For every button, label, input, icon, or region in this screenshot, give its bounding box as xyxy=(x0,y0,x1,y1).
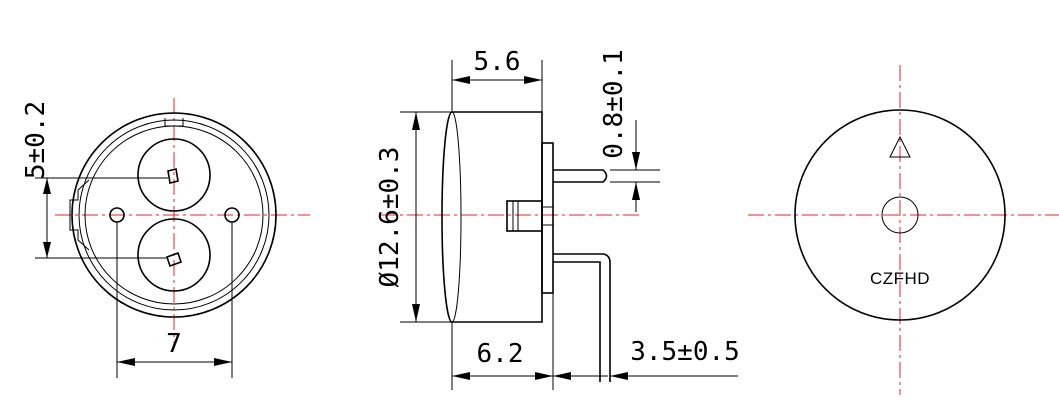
dim-hole-spacing: 5±0.2 xyxy=(21,101,51,179)
arrow xyxy=(632,182,640,200)
base-plate xyxy=(541,142,554,294)
pin-upper xyxy=(553,169,608,183)
arrow xyxy=(214,358,232,366)
side-view: 5.6 Ø12.6±0.3 0.8±0.1 6.2 3.5±0.5 xyxy=(375,47,740,390)
dim-pin-length: 3.5±0.5 xyxy=(630,337,740,367)
solder-tab-top xyxy=(167,168,179,184)
solder-tab-bottom xyxy=(165,251,183,268)
polarity-triangle-icon xyxy=(889,135,911,158)
arrow xyxy=(452,76,470,84)
arrow xyxy=(632,152,640,170)
arrow xyxy=(524,76,542,84)
arrow xyxy=(553,372,571,380)
terminal-pad-top xyxy=(137,138,211,212)
top-outline xyxy=(794,109,1006,321)
dim-pin-width: 0.8±0.1 xyxy=(599,49,629,159)
side-clip xyxy=(506,200,543,232)
top-notch xyxy=(164,118,184,127)
pin-lower-inner xyxy=(553,261,601,382)
arrow xyxy=(412,112,420,130)
dim-diameter: Ø12.6±0.3 xyxy=(375,147,405,288)
body-edge xyxy=(451,111,462,323)
side-clip-tab xyxy=(541,206,554,226)
dim-overall-height: 6.2 xyxy=(477,339,524,369)
pin-lower xyxy=(553,253,611,382)
dim-body-height: 5.6 xyxy=(474,47,521,77)
bottom-view: 5±0.2 7 xyxy=(21,98,310,378)
dim-pin-spacing: 7 xyxy=(166,329,182,359)
arrow xyxy=(43,242,51,258)
sound-hole xyxy=(881,196,919,234)
outer-rim xyxy=(71,112,277,318)
arrow xyxy=(535,372,553,380)
buzzer-body xyxy=(441,111,543,323)
arrow xyxy=(43,178,51,194)
terminal-pad-bottom xyxy=(137,218,211,292)
arrow xyxy=(117,358,135,366)
top-view: CZFHD xyxy=(748,65,1059,395)
left-notch xyxy=(69,179,90,251)
arrow xyxy=(610,372,628,380)
brand-marking: CZFHD xyxy=(870,269,930,288)
arrow xyxy=(412,304,420,322)
inner-rim xyxy=(78,119,270,311)
arrow xyxy=(452,372,470,380)
